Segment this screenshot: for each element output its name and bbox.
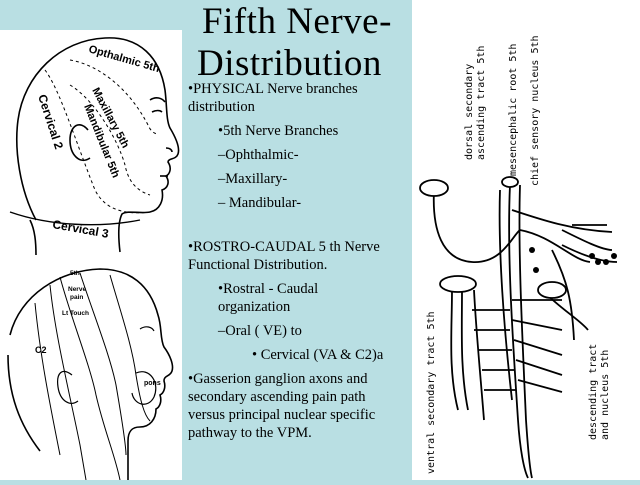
- bullet-gasserion-cont-3: pathway to the VPM.: [188, 425, 312, 441]
- label-dorsal-secondary: dorsal secondary: [464, 64, 475, 160]
- bullet-maxillary: –Maxillary-: [218, 171, 288, 187]
- bullet-ophthalmic: –Ophthalmic-: [218, 147, 299, 163]
- label-cervical-3: Cervical 3: [51, 217, 110, 241]
- bullet-cervical: • Cervical (VA & C2)a: [252, 347, 384, 363]
- bullet-rostro-caudal: •ROSTRO-CAUDAL 5 th Nerve: [188, 239, 380, 255]
- bullet-rostral-caudal: •Rostral - Caudal: [218, 281, 319, 297]
- bullet-physical-distribution-cont: distribution: [188, 99, 255, 115]
- bullet-physical-distribution: •PHYSICAL Nerve branches: [188, 81, 358, 97]
- bullet-5th-nerve-branches: •5th Nerve Branches: [218, 123, 339, 139]
- label-5th: 5th: [70, 270, 80, 277]
- label-descending-tract: descending tract: [588, 344, 599, 440]
- bullet-mandibular: – Mandibular-: [218, 195, 302, 211]
- label-nucleus-5th: and nucleus 5th: [600, 350, 611, 440]
- slide-title-line-1: Fifth Nerve-: [202, 1, 392, 42]
- label-nerve: Nerve: [68, 286, 86, 293]
- bullet-rostro-caudal-cont: Functional Distribution.: [188, 257, 328, 273]
- slide-title-line-2: Distribution: [197, 43, 382, 84]
- brainstem-tract-illustration: dorsal secondary ascending tract 5th mes…: [419, 35, 618, 479]
- bullet-gasserion: •Gasserion ganglion axons and: [188, 371, 368, 387]
- trigeminal-pathway-diagram: dorsal secondary ascending tract 5th mes…: [412, 0, 640, 480]
- label-lt-touch: Lt Touch: [62, 310, 89, 317]
- label-chief-sensory-nucleus: chief sensory nucleus 5th: [530, 35, 541, 186]
- label-c2: C2: [35, 345, 47, 355]
- label-pain: pain: [70, 294, 83, 301]
- head-profile-illustration: Opthalmic 5th Maxillary 5th Mandibular 5…: [9, 37, 180, 257]
- bullet-oral: –Oral ( VE) to: [218, 323, 302, 339]
- label-ascending-tract: ascending tract 5th: [476, 46, 487, 160]
- label-mesencephalic-root: mesencephalic root 5th: [508, 44, 519, 176]
- head-dermatome-diagram-top: Opthalmic 5th Maxillary 5th Mandibular 5…: [0, 30, 182, 257]
- label-pons: pons: [144, 380, 161, 387]
- head-dermatome-diagram-bottom: 5th Nerve pain Lt Touch C2 pons: [0, 255, 182, 481]
- bullet-gasserion-cont-1: secondary ascending pain path: [188, 389, 366, 405]
- bullet-rostral-caudal-cont: organization: [218, 299, 291, 315]
- bullet-gasserion-cont-2: versus principal nuclear specific: [188, 407, 376, 423]
- label-ventral-secondary-tract: ventral secondary tract 5th: [426, 311, 437, 474]
- head-onion-skin-illustration: 5th Nerve pain Lt Touch C2 pons: [7, 268, 174, 481]
- label-cervical-2: Cervical 2: [35, 93, 66, 152]
